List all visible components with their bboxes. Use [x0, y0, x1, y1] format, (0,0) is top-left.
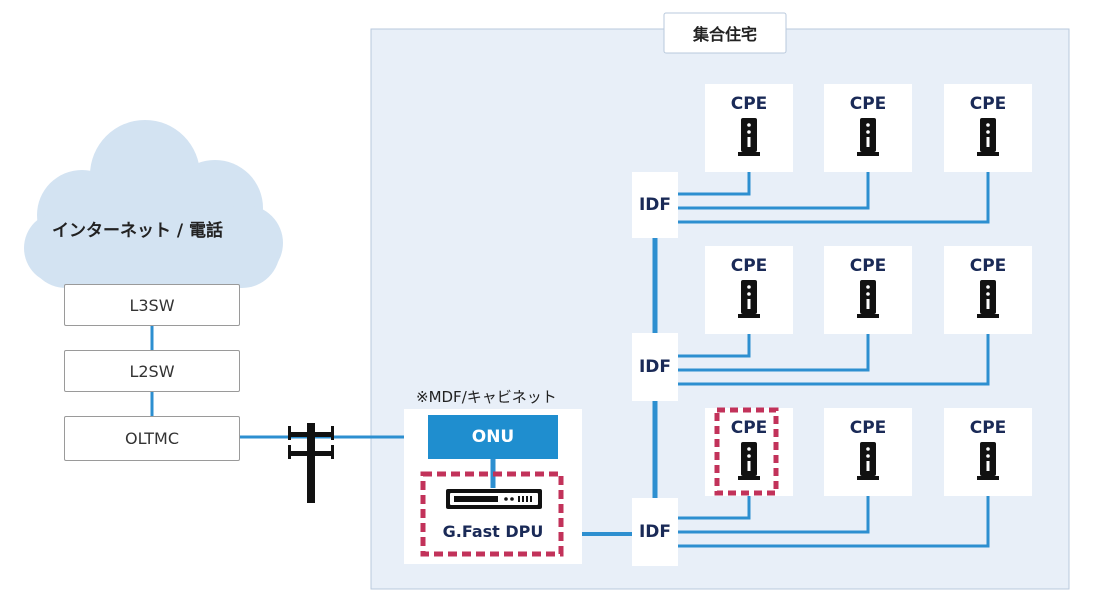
idf-box-2: IDF — [632, 333, 678, 401]
cloud-label: インターネット / 電話 — [52, 221, 224, 241]
cpe-link — [678, 496, 751, 520]
dpu-device-icon — [446, 489, 542, 509]
onu-box — [428, 415, 558, 459]
cpe-label: CPE — [969, 94, 1007, 114]
cpe-device-icon — [977, 442, 999, 480]
cpe-device-icon — [738, 442, 760, 480]
cpe-label: CPE — [969, 418, 1007, 438]
cpe-device-icon — [977, 118, 999, 156]
cpe-device-icon — [977, 280, 999, 318]
l3sw-box: L3SW — [64, 284, 240, 326]
cpe-label: CPE — [969, 256, 1007, 276]
idf-box-3: IDF — [632, 498, 678, 566]
cpe-device-icon — [857, 280, 879, 318]
cpe-boxes — [705, 84, 1032, 496]
utility-pole-icon — [288, 423, 334, 503]
cpe-label: CPE — [849, 94, 887, 114]
cpe-device-icon — [738, 118, 760, 156]
cpe-link — [678, 334, 990, 386]
idf-box-1: IDF — [632, 172, 678, 238]
cpe-link — [678, 496, 870, 534]
mdf-label: ※MDF/キャビネット — [416, 388, 557, 406]
cloud-icon — [24, 120, 283, 288]
cpe-dashed-border — [714, 407, 779, 496]
cpe-device-icon — [857, 442, 879, 480]
building-label: 集合住宅 — [692, 25, 757, 44]
cpe-label: CPE — [730, 94, 768, 114]
cpe-label: CPE — [849, 256, 887, 276]
onu-label: ONU — [471, 427, 515, 447]
oltmc-box: OLTMC — [64, 416, 240, 461]
cpe-label: CPE — [849, 418, 887, 438]
l2sw-box: L2SW — [64, 350, 240, 392]
cpe-link — [678, 172, 870, 210]
cpe-device-icon — [857, 118, 879, 156]
cpe-label: CPE — [730, 418, 768, 438]
cpe-link — [678, 172, 990, 224]
building-label-box — [663, 12, 787, 54]
dpu-dashed-border — [420, 471, 564, 557]
cpe-link — [678, 334, 870, 372]
cpe-link — [678, 496, 990, 548]
cpe-link — [678, 334, 751, 358]
cpe-wiring — [678, 172, 990, 548]
dpu-label: G.Fast DPU — [442, 521, 544, 541]
cpe-link — [678, 172, 751, 196]
cpe-device-icon — [738, 280, 760, 318]
cpe-label: CPE — [730, 256, 768, 276]
